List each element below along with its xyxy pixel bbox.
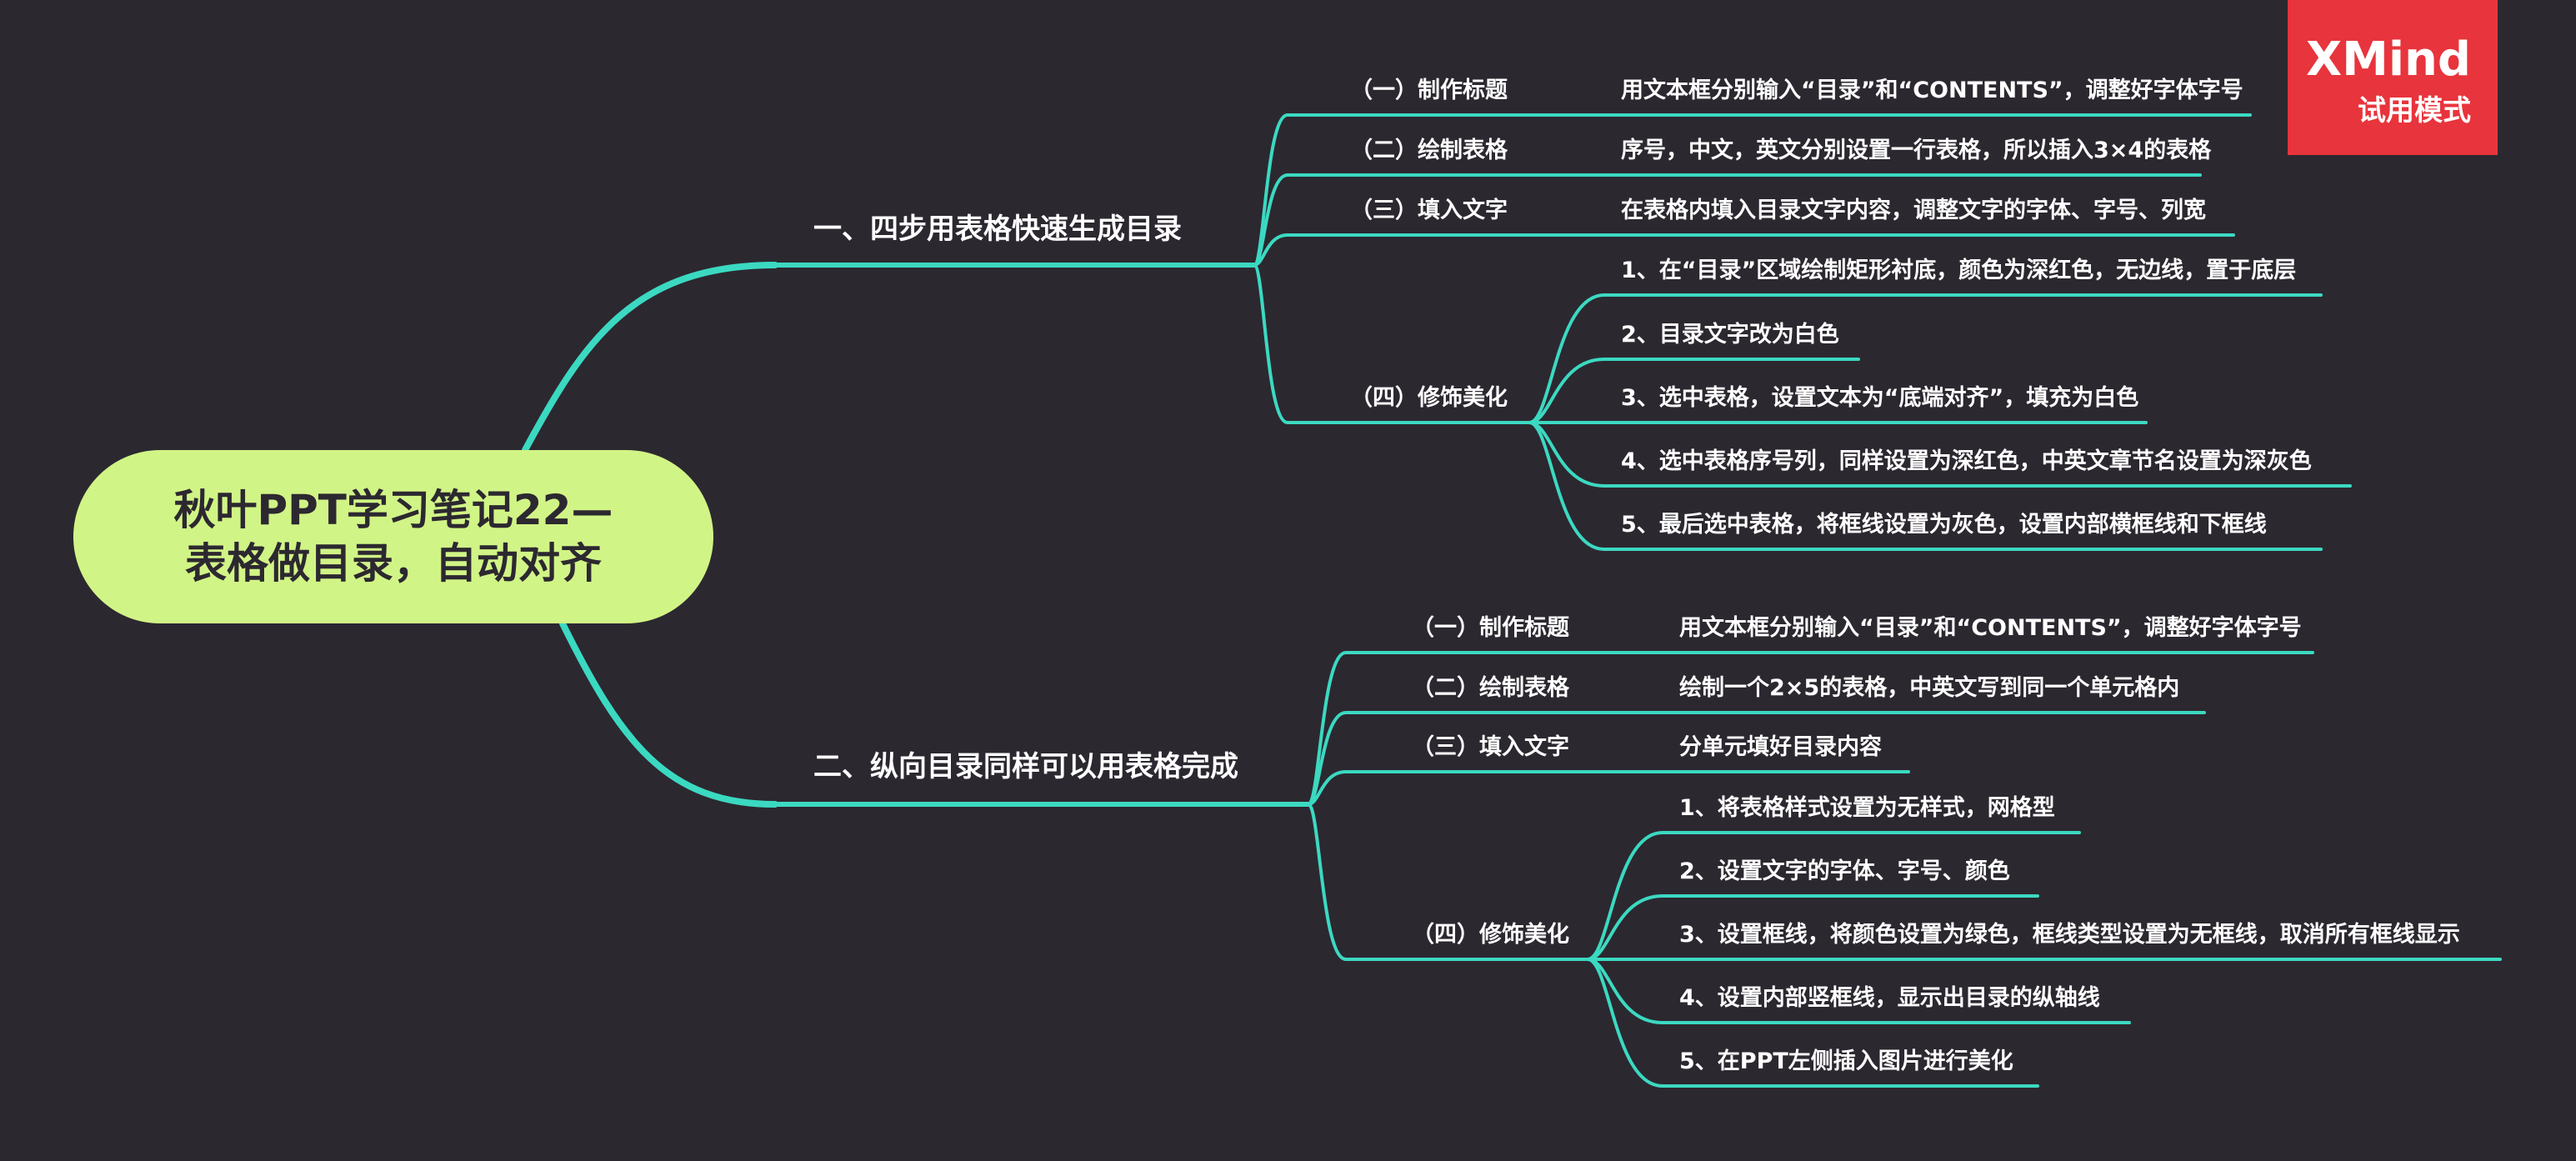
central-topic-line-1: 秋叶PPT学习笔记22— bbox=[173, 486, 613, 534]
leaf-1-2-1[interactable]: 序号，中文，英文分别设置一行表格，所以插入3×4的表格 bbox=[1621, 138, 2212, 163]
leaf-1-4-5[interactable]: 5、最后选中表格，将框线设置为灰色，设置内部横框线和下框线 bbox=[1621, 512, 2267, 538]
connector-sub-1-4-leaf-1 bbox=[1528, 293, 1606, 424]
connector-branch-1-sub-2 bbox=[1253, 173, 1289, 267]
connector-branch-1-sub-4 bbox=[1253, 263, 1289, 424]
leaf-2-1-1[interactable]: 用文本框分别输入“目录”和“CONTENTS”，调整好字体字号 bbox=[1679, 615, 2302, 641]
subtopic-2-3[interactable]: （三）填入文字 bbox=[1412, 734, 1569, 760]
connector-branch-1-sub-3 bbox=[1253, 233, 1289, 267]
connector-branch-2-sub-2 bbox=[1307, 711, 1348, 806]
central-topic-line-2: 表格做目录，自动对齐 bbox=[185, 539, 602, 588]
xmind-trial-badge[interactable]: XMind 试用模式 bbox=[2288, 0, 2498, 155]
connector-sub-2-4-leaf-1 bbox=[1586, 831, 1664, 961]
leaf-1-4-2[interactable]: 2、目录文字改为白色 bbox=[1621, 322, 1839, 348]
connector-central-branch-2 bbox=[559, 620, 778, 808]
connector-branch-2-sub-3 bbox=[1307, 770, 1348, 806]
xmind-logo-text: XMind bbox=[2305, 33, 2471, 87]
leaf-1-1-1[interactable]: 用文本框分别输入“目录”和“CONTENTS”，调整好字体字号 bbox=[1621, 78, 2243, 103]
central-topic[interactable]: 秋叶PPT学习笔记22— 表格做目录，自动对齐 bbox=[73, 450, 713, 623]
connector-sub-2-4-leaf-5 bbox=[1586, 958, 1664, 1088]
leaf-2-4-4[interactable]: 4、设置内部竖框线，显示出目录的纵轴线 bbox=[1679, 985, 2100, 1011]
subtopic-2-1[interactable]: （一）制作标题 bbox=[1412, 615, 1569, 641]
leaf-1-4-3[interactable]: 3、选中表格，设置文本为“底端对齐”，填充为白色 bbox=[1621, 385, 2139, 411]
subtopic-2-4[interactable]: （四）修饰美化 bbox=[1412, 922, 1569, 948]
subtopic-1-4[interactable]: （四）修饰美化 bbox=[1350, 385, 1508, 411]
connector-sub-2-4-leaf-2 bbox=[1586, 894, 1664, 961]
branch-topic-2[interactable]: 二、纵向目录同样可以用表格完成 bbox=[813, 750, 1238, 783]
connector-branch-2-sub-4 bbox=[1307, 803, 1348, 961]
leaf-1-3-1[interactable]: 在表格内填入目录文字内容，调整文字的字体、字号、列宽 bbox=[1621, 198, 2206, 223]
trial-mode-label: 试用模式 bbox=[2358, 94, 2471, 128]
leaf-2-3-1[interactable]: 分单元填好目录内容 bbox=[1679, 734, 1882, 760]
connector-sub-1-4-leaf-5 bbox=[1528, 421, 1606, 551]
branch-topic-1[interactable]: 一、四步用表格快速生成目录 bbox=[813, 213, 1182, 246]
connector-central-branch-1 bbox=[522, 262, 778, 453]
leaf-2-4-2[interactable]: 2、设置文字的字体、字号、颜色 bbox=[1679, 858, 2010, 884]
connector-sub-1-4-leaf-2 bbox=[1528, 358, 1606, 424]
leaf-2-4-1[interactable]: 1、将表格样式设置为无样式，网格型 bbox=[1679, 795, 2055, 821]
subtopic-2-2[interactable]: （二）绘制表格 bbox=[1412, 675, 1569, 701]
leaf-2-2-1[interactable]: 绘制一个2×5的表格，中英文写到同一个单元格内 bbox=[1679, 675, 2180, 701]
leaf-1-4-4[interactable]: 4、选中表格序号列，同样设置为深红色，中英文章节名设置为深灰色 bbox=[1621, 448, 2312, 474]
subtopic-1-2[interactable]: （二）绘制表格 bbox=[1350, 138, 1508, 163]
subtopic-1-3[interactable]: （三）填入文字 bbox=[1350, 198, 1508, 223]
leaf-1-4-1[interactable]: 1、在“目录”区域绘制矩形衬底，颜色为深红色，无边线，置于底层 bbox=[1621, 258, 2297, 283]
subtopic-1-1[interactable]: （一）制作标题 bbox=[1350, 78, 1508, 103]
leaf-2-4-5[interactable]: 5、在PPT左侧插入图片进行美化 bbox=[1679, 1048, 2013, 1074]
leaf-2-4-3[interactable]: 3、设置框线，将颜色设置为绿色，框线类型设置为无框线，取消所有框线显示 bbox=[1679, 922, 2460, 948]
